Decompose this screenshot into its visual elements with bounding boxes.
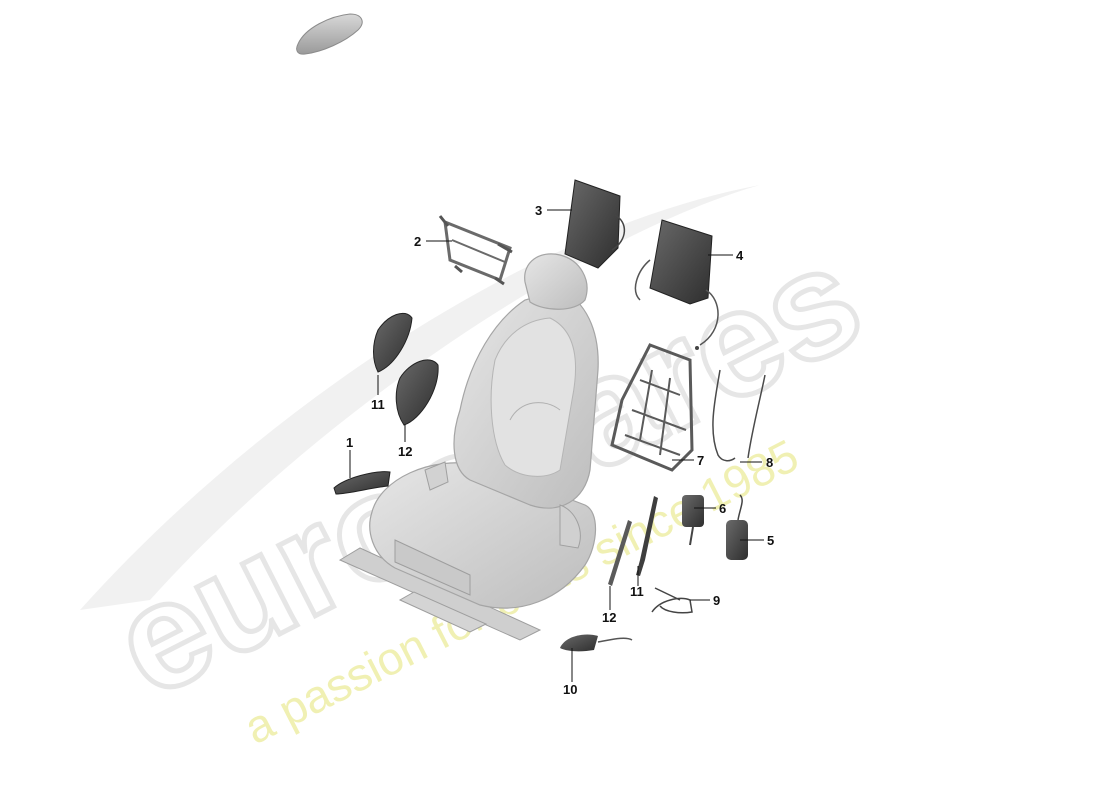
callout-4: 4 xyxy=(736,248,744,263)
callout-5: 5 xyxy=(767,533,774,548)
callout-1: 1 xyxy=(346,435,353,450)
part-6-motor xyxy=(682,495,704,546)
part-8-cables xyxy=(712,369,766,462)
seat-assembly xyxy=(338,253,599,641)
part-3-back-panel xyxy=(564,179,626,269)
part-2-frame xyxy=(438,215,513,286)
callout-12-upper: 12 xyxy=(398,444,412,459)
part-12-strip-lower xyxy=(608,520,632,586)
seat-rail xyxy=(398,591,488,633)
callout-11-upper: 11 xyxy=(371,397,385,412)
watermark-swoosh xyxy=(80,185,760,610)
part-4-panel xyxy=(634,219,719,350)
callouts: 1 2 3 4 5 6 7 8 9 10 11 11 12 12 xyxy=(346,203,774,697)
part-11-strip-lower xyxy=(636,496,658,576)
callout-3: 3 xyxy=(535,203,542,218)
callout-11-lower: 11 xyxy=(630,584,644,599)
callout-6: 6 xyxy=(719,501,726,516)
part-1-trim xyxy=(333,471,391,495)
callout-10: 10 xyxy=(563,682,577,697)
leader-lines xyxy=(349,209,764,682)
part-9-hose xyxy=(651,587,693,614)
part-11-side-trim xyxy=(373,312,413,373)
callout-7: 7 xyxy=(697,453,704,468)
callout-8: 8 xyxy=(766,455,773,470)
part-12-side-panel xyxy=(395,359,439,426)
callout-2: 2 xyxy=(414,234,421,249)
part-5-pump xyxy=(726,494,748,560)
part-10-switch xyxy=(560,634,633,652)
seat-headrest xyxy=(524,253,588,310)
callout-12-lower: 12 xyxy=(602,610,616,625)
callout-9: 9 xyxy=(713,593,720,608)
car-thumbnail xyxy=(296,13,363,55)
part-7-lumbar-mat xyxy=(610,343,694,472)
